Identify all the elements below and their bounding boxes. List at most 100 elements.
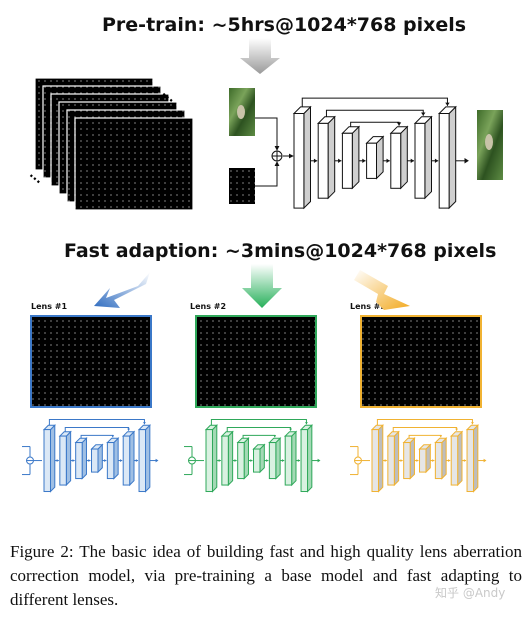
unet-skip-connection xyxy=(48,419,145,426)
unet-arrowhead xyxy=(266,459,269,462)
unet-block xyxy=(390,132,402,189)
unet-arrowhead xyxy=(483,458,487,463)
unet-arrowhead xyxy=(338,158,342,163)
unet-arrowhead xyxy=(410,158,414,163)
unet-block xyxy=(450,435,459,486)
unet-block-side xyxy=(448,105,457,210)
unet-block-side xyxy=(424,115,432,200)
unet-block-side xyxy=(81,437,87,480)
unet-arrowhead xyxy=(386,158,390,163)
unet-arrowhead xyxy=(234,459,237,462)
unet-skip-connection xyxy=(392,426,458,432)
unet-block-side xyxy=(227,430,234,487)
unet-block xyxy=(106,442,115,480)
unet-arrowhead xyxy=(317,458,321,463)
pretrain-title: Pre-train: ~5hrs@1024*768 pixels xyxy=(102,14,467,36)
unet-arrowhead xyxy=(400,459,403,462)
lens-1-psf xyxy=(30,315,152,408)
unet-arrowhead xyxy=(282,459,285,462)
unet-block-side xyxy=(113,437,119,480)
unet-block xyxy=(438,113,450,209)
unet-arrowhead xyxy=(439,435,443,438)
unet-arrowhead xyxy=(111,435,115,438)
watermark: 知乎 @Andy xyxy=(435,586,506,600)
unet-arrowhead xyxy=(445,102,450,106)
unet-block xyxy=(300,429,309,493)
unet-arrowhead xyxy=(471,422,474,425)
lens-1-label: Lens #1 xyxy=(31,302,68,311)
unet-block-side xyxy=(303,105,311,210)
unet-block-side xyxy=(457,430,463,487)
lens-2-psf xyxy=(195,315,317,408)
unet-arrowhead xyxy=(273,435,277,438)
adapt-arrow-lens-2 xyxy=(242,264,282,308)
unet-arrowhead xyxy=(421,112,426,116)
unet-arrowhead xyxy=(127,428,131,431)
unet-block xyxy=(237,442,245,480)
unet-arrowhead xyxy=(305,422,308,425)
unet-arrowhead xyxy=(88,459,91,462)
unet-skip-connection xyxy=(226,426,292,432)
unet-block-side xyxy=(291,430,297,487)
unet-block xyxy=(419,448,427,473)
unet-skip-connection xyxy=(210,419,307,426)
unet-block-side xyxy=(327,115,336,200)
unet-arrowhead xyxy=(155,458,159,463)
unet-block xyxy=(91,448,99,473)
unet-arrowhead xyxy=(56,459,59,462)
unet-block-side xyxy=(377,424,384,493)
unet-arrowhead xyxy=(463,459,467,462)
unet-arrowhead xyxy=(384,459,387,462)
unet-block xyxy=(253,448,261,473)
unet-block-side xyxy=(275,437,281,480)
unet-arrowhead xyxy=(396,122,402,126)
unet-block-side xyxy=(243,437,249,480)
unet-arrowhead xyxy=(250,459,253,462)
unet-arrowhead xyxy=(143,422,146,425)
concat-icon xyxy=(271,150,283,162)
unet-block xyxy=(317,122,329,199)
unet-block xyxy=(75,442,83,480)
adaption-title: Fast adaption: ~3mins@1024*768 pixels xyxy=(64,240,497,262)
unet-skip-connection xyxy=(64,426,130,432)
adapt-arrow-lens-1 xyxy=(94,272,150,308)
unet-block xyxy=(293,113,305,209)
unet-block-side xyxy=(307,424,313,493)
unet-block xyxy=(43,429,51,493)
unet-block-side xyxy=(211,424,218,493)
unet-block-side xyxy=(351,125,360,190)
unet-skip-connection xyxy=(350,121,400,127)
unet-arrowhead xyxy=(104,459,107,462)
unet-skip-connection xyxy=(325,109,424,117)
unet-arrowhead xyxy=(120,459,123,462)
unet-block-side xyxy=(409,437,415,480)
unet-block xyxy=(387,435,395,486)
unet-skip-connection xyxy=(376,419,473,426)
lens-2-label: Lens #2 xyxy=(190,302,227,311)
output-photo xyxy=(477,110,503,180)
lens-n-label: Lens #N xyxy=(350,302,388,311)
unet-arrowhead xyxy=(448,459,451,462)
unet-block xyxy=(371,429,379,493)
unet-block-side xyxy=(441,437,447,480)
unet-block xyxy=(122,435,131,486)
unet-arrowhead xyxy=(313,158,318,163)
unet-block-side xyxy=(49,424,56,493)
lens-n-psf xyxy=(360,315,482,408)
unet-arrowhead xyxy=(455,428,459,431)
unet-block xyxy=(284,435,293,486)
unet-block xyxy=(466,429,475,493)
input-connectors xyxy=(255,117,294,187)
unet-block xyxy=(59,435,67,486)
unet-arrowhead xyxy=(434,158,439,163)
unet-arrowhead xyxy=(432,459,435,462)
unet-block-side xyxy=(65,430,72,487)
unet-block xyxy=(403,442,411,480)
unet-arrowhead xyxy=(297,459,301,462)
unet-block-side xyxy=(400,125,408,190)
unet-lens-n xyxy=(350,419,487,493)
unet-base-model xyxy=(292,97,469,210)
unet-lens-2 xyxy=(184,419,321,493)
unet-arrowhead xyxy=(362,158,366,163)
